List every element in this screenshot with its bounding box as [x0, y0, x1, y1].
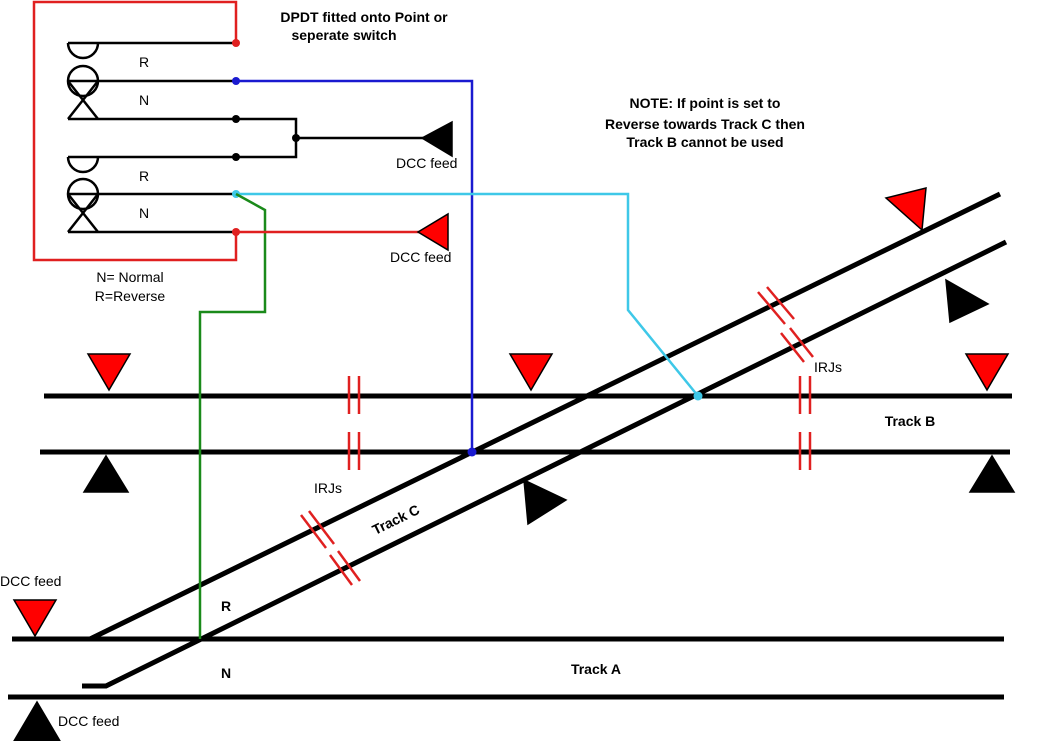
route-n-label: N — [221, 665, 231, 681]
note-line1: NOTE: If point is set to — [630, 95, 781, 111]
terminal-dot — [232, 39, 240, 47]
tracks — [8, 191, 1012, 700]
green-wire — [198, 192, 267, 639]
track-b-right-black-feed-icon — [968, 454, 1016, 493]
note-line3: Track B cannot be used — [626, 134, 783, 150]
cyan-track-connection — [693, 391, 703, 401]
irj-mark — [789, 327, 814, 358]
track-c-red-feed-icon — [884, 187, 927, 232]
pole2-n-label: N — [139, 205, 149, 221]
irj-mark — [780, 332, 805, 363]
track-b-left-red-feed-icon — [86, 353, 132, 392]
irj-mark — [336, 550, 362, 582]
track-b-label: Track B — [885, 413, 936, 429]
cyan-wire — [236, 192, 699, 397]
pole1-n-label: N — [139, 92, 149, 108]
track-a-red-feed-label: DCC feed — [0, 573, 61, 589]
legend-line1: N= Normal — [96, 269, 163, 285]
track-c-black-feed-icon — [945, 278, 990, 324]
track-a-label: Track A — [571, 661, 621, 677]
dpdt-switch — [32, 0, 430, 262]
switch-black-feed-icon — [420, 120, 453, 158]
track-c-upper-rail — [88, 191, 1002, 642]
pole2-r-label: R — [139, 168, 149, 184]
irj-mark — [300, 514, 327, 549]
track-b-left-black-feed-icon — [82, 454, 130, 493]
red-feed-wire — [32, 0, 238, 262]
track-a-black-feed-label: DCC feed — [58, 713, 119, 729]
switch-title-line1: DPDT fitted onto Point or — [280, 9, 448, 25]
irj-mark — [757, 291, 786, 325]
irj-mark — [308, 510, 335, 545]
track-c-lower-black-feed-icon — [523, 478, 568, 526]
pole1-r-label: R — [139, 54, 149, 70]
common-bridge — [236, 117, 298, 159]
pole2-upper-arc-icon — [66, 156, 100, 174]
pole1-upper-arc-icon — [66, 42, 100, 60]
irj-mark — [766, 286, 795, 320]
blue-wire — [236, 79, 474, 452]
switch-black-feed-label: DCC feed — [396, 155, 457, 171]
junction-dot — [292, 134, 300, 142]
switch-title-line2: seperate switch — [291, 27, 396, 43]
switch-red-feed-icon — [416, 212, 449, 252]
route-r-label: R — [221, 598, 231, 614]
terminal-dot — [232, 153, 240, 161]
switch-red-feed-label: DCC feed — [390, 249, 451, 265]
track-b-right-red-feed-icon — [964, 353, 1010, 392]
legend-line2: R=Reverse — [95, 288, 166, 304]
irjs — [300, 286, 814, 586]
track-c-lower-rail — [82, 239, 1008, 689]
note-line2: Reverse towards Track C then — [605, 116, 805, 132]
track-b-mid-red-feed-icon — [508, 353, 554, 392]
track-a-red-feed-icon — [12, 599, 58, 638]
irj-right-label: IRJs — [814, 359, 842, 375]
irj-left-label: IRJs — [314, 480, 342, 496]
blue-track-connection — [467, 447, 477, 457]
track-a-black-feed-icon — [13, 700, 61, 741]
irj-mark — [328, 554, 354, 586]
terminal-dot — [232, 115, 240, 123]
